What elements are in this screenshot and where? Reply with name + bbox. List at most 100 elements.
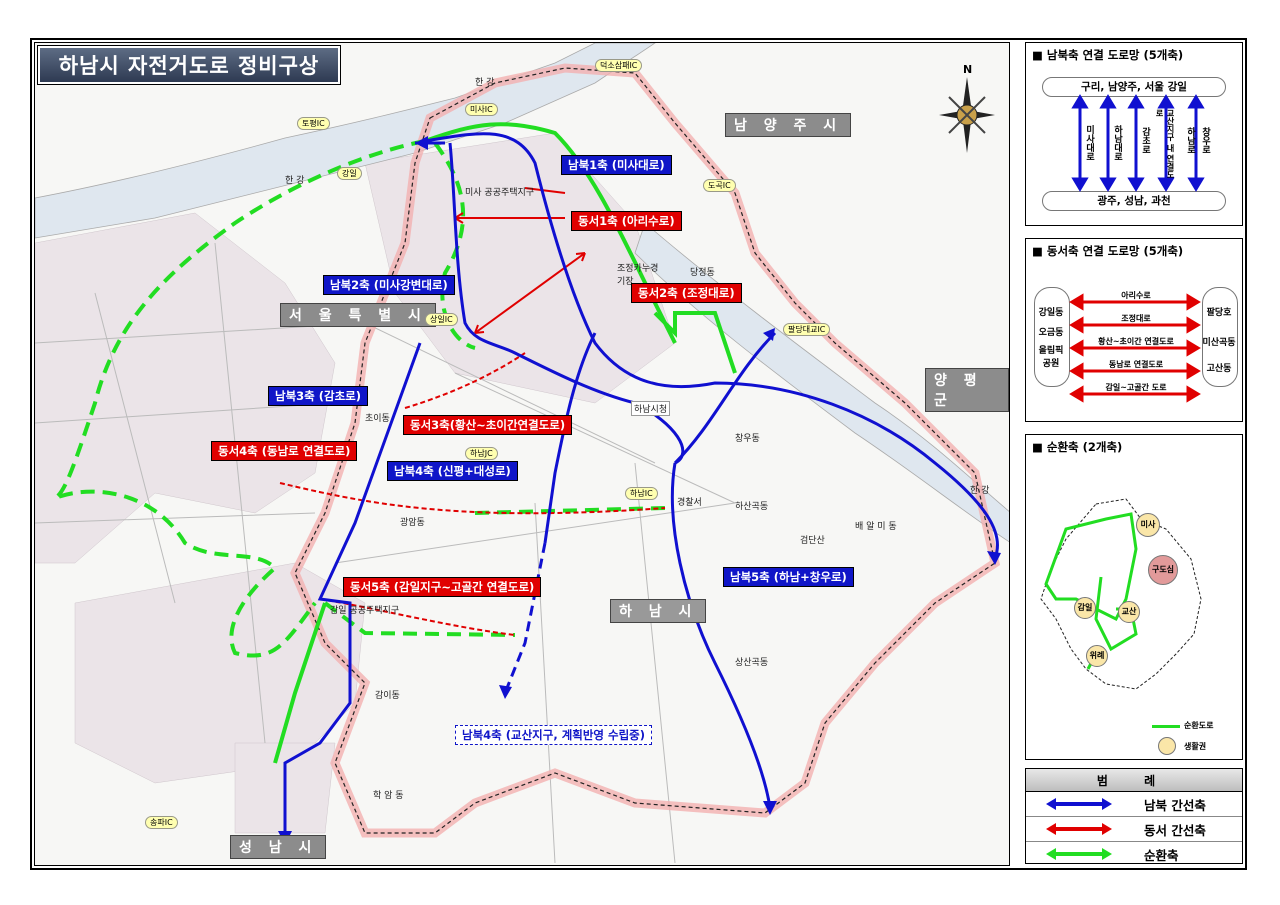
ns-bottom-destinations: 광주, 성남, 과천 [1042, 191, 1226, 211]
jc-hanam: 하남JC [465, 447, 498, 460]
ew4-dashed [279, 482, 666, 515]
legend-row-ew: 동서 간선축 [1026, 817, 1242, 842]
ns-road-5: 하남로 [1185, 127, 1195, 154]
label-ns2[interactable]: 남북2축 (미사강변대로) [323, 275, 455, 295]
place-sangsan: 상산곡동 [735, 658, 769, 668]
legend-row-loop: 순환축 [1026, 842, 1242, 866]
page-title: 하남시 자전거도로 정비구상 [37, 45, 341, 85]
place-yangpyeong: 양 평 군 [925, 368, 1009, 412]
ew-right-box [1202, 287, 1238, 387]
label-ew5[interactable]: 동서5축 (감일지구~고골간 연결도로) [343, 577, 542, 597]
loop-mini-map [1040, 498, 1202, 690]
place-gamidong: 감이동 [375, 691, 400, 701]
panel-ew-network: ■ 동서축 연결 도로망 (5개축) 강일동 오금동 올림픽 공원 팔당호 미산… [1025, 238, 1243, 422]
ew3-dashed [404, 352, 526, 409]
ew-right-3: 고산동 [1206, 364, 1232, 374]
label-ew4[interactable]: 동서4축 (동남로 연결도로) [211, 441, 358, 461]
zone-legend-circle [1158, 737, 1176, 755]
panel-loop-title: ■ 순환축 (2개축) [1032, 440, 1123, 454]
ic-dogok: 도곡IC [703, 179, 736, 192]
loop-legend-line [1152, 725, 1180, 728]
ew-right-2: 미산곡동 [1202, 338, 1236, 348]
ic-misa: 미사IC [465, 103, 498, 116]
loop-legend-label: 순환도로 [1184, 721, 1214, 730]
ns4-planned [503, 542, 547, 694]
label-ns3[interactable]: 남북3축 (감초로) [268, 386, 368, 406]
place-changu: 창우동 [735, 434, 760, 444]
panel-ns-title: ■ 남북축 연결 도로망 (5개축) [1032, 48, 1184, 62]
place-gwangam: 광암동 [400, 518, 425, 528]
zone-legend-label: 생활권 [1184, 742, 1207, 751]
ew-road-4: 동남로 연결도로 [1108, 360, 1164, 369]
legend-ew-label: 동서 간선축 [1144, 822, 1206, 838]
place-baealmi: 배 알 미 동 [855, 522, 897, 532]
ew-right-1: 팔당호 [1206, 308, 1232, 318]
place-jojeong: 조정카누경기장 [617, 264, 659, 287]
place-hanam: 하 남 시 [610, 599, 707, 623]
road-network [35, 242, 736, 864]
page-frame [30, 38, 1247, 870]
label-ns4[interactable]: 남북4축 (신평+대성로) [387, 461, 518, 481]
label-ns1[interactable]: 남북1축 (미사대로) [561, 155, 672, 175]
compass-north-label: N [963, 63, 973, 76]
loop-east-arm [653, 311, 737, 374]
urban-area [35, 132, 676, 834]
place-danggeong: 당정동 [690, 268, 715, 278]
loop-west-dashed [53, 139, 426, 658]
place-hagam: 학 암 동 [373, 791, 404, 801]
ns-road-1: 미사대로 [1084, 125, 1094, 161]
ew-road-3: 황산~초이간 연결도로 [1098, 337, 1174, 346]
ic-tokpyeong: 토평IC [297, 117, 330, 130]
ic-paldang: 팔당대교IC [783, 323, 831, 336]
bubble-misa: 미사 [1136, 513, 1160, 537]
ns-road-6: 창우로 [1200, 127, 1210, 154]
place-seoul: 서 울 특 별 시 [280, 303, 436, 327]
ew-left-3: 올림픽 공원 [1038, 346, 1064, 369]
ns-road-4: 교산지구 내 연결도로 [1155, 109, 1175, 179]
ew-arrows [1069, 293, 1201, 403]
ic-songpa: 송파IC [145, 816, 178, 829]
loop-inner-dashed [433, 141, 476, 350]
ew-left-box [1034, 287, 1070, 387]
ew-road-1: 아리수로 [1121, 291, 1151, 300]
place-gangil: 강일 [337, 167, 362, 180]
ew-left-1: 강일동 [1038, 308, 1064, 318]
map-canvas [35, 43, 1009, 864]
label-ew2[interactable]: 동서2축 (조정대로) [631, 283, 742, 303]
legend-row-ns: 남북 간선축 [1026, 792, 1242, 817]
compass-rose-icon [939, 77, 995, 153]
loop-southwest [273, 602, 327, 764]
label-ew3[interactable]: 동서3축(황산~초이간연결도로) [403, 415, 573, 435]
place-seongnam: 성 남 시 [230, 835, 327, 859]
place-police: 경찰서 [677, 498, 702, 508]
place-cityhall: 하남시청 [631, 401, 671, 416]
place-namyangju: 남 양 주 시 [725, 113, 852, 137]
compass: N [937, 63, 997, 153]
place-gamil-zone: 감일 공공주택지구 [330, 606, 400, 616]
label-ew1[interactable]: 동서1축 (아리수로) [571, 211, 682, 231]
legend-loop-arrow [1046, 848, 1112, 860]
legend-ns-arrow [1046, 798, 1112, 810]
loop-east-solid [424, 122, 677, 344]
place-misa-zone: 미사 공공주택지구 [465, 188, 535, 198]
ic-deokso: 덕소삼패IC [595, 59, 643, 72]
label-ns4-planned[interactable]: 남북4축 (교산지구, 계획반영 수립중) [455, 725, 653, 745]
bubble-wirye: 위례 [1086, 645, 1108, 667]
ew-left-2: 오금동 [1038, 328, 1064, 338]
legend-title: 범 례 [1026, 769, 1242, 792]
loop-south-dashed [323, 601, 516, 637]
place-hangang-1: 한 강 [475, 78, 495, 88]
panel-loop: ■ 순환축 (2개축) 미사 구도심 감일 교산 위례 순환도로 생활권 [1025, 434, 1243, 760]
panel-ns-network: ■ 남북축 연결 도로망 (5개축) 구리, 남양주, 서울 강일 광주, 성남… [1025, 42, 1243, 226]
label-ns5[interactable]: 남북5축 (하남+창우로) [723, 567, 854, 587]
legend: 범 례 남북 간선축 동서 간선축 순환축 [1025, 768, 1243, 864]
map-panel[interactable]: 한 강 한 강 한 강 남 양 주 시 서 울 특 별 시 양 평 군 하 남 … [34, 42, 1010, 866]
ns-road-3: 감초로 [1140, 127, 1150, 154]
legend-loop-label: 순환축 [1144, 847, 1179, 863]
ew-road-2: 조정대로 [1121, 314, 1151, 323]
place-choi: 초이동 [365, 414, 390, 424]
legend-ns-label: 남북 간선축 [1144, 797, 1206, 813]
place-hangang-2: 한 강 [285, 176, 305, 186]
bubble-old-downtown: 구도심 [1148, 555, 1178, 585]
panel-ew-title: ■ 동서축 연결 도로망 (5개축) [1032, 244, 1184, 258]
